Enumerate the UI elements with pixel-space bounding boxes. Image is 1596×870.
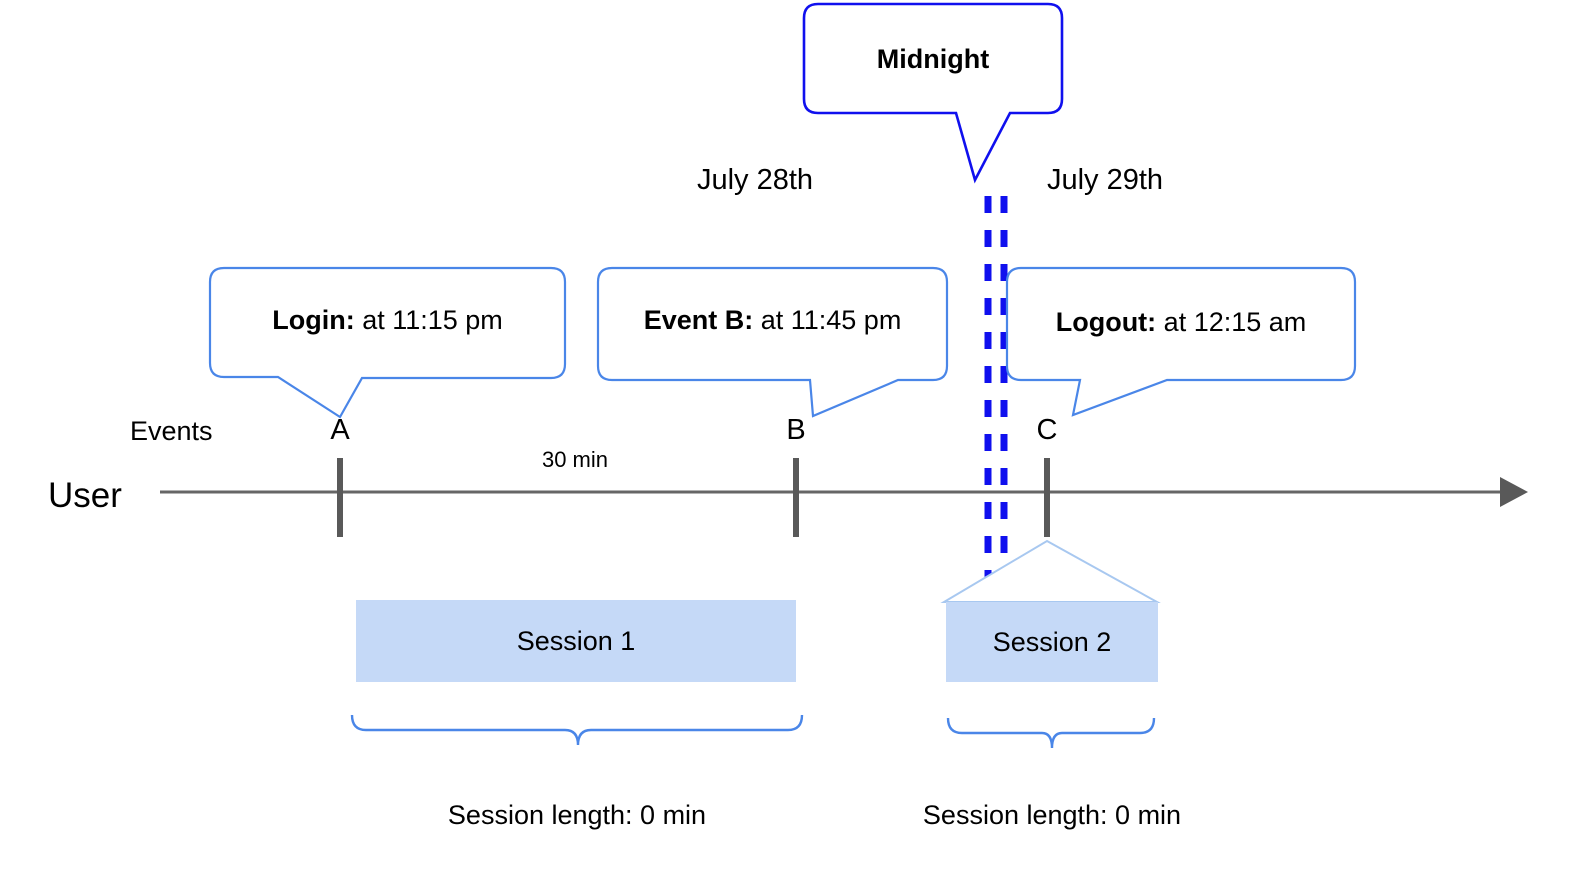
midnight-label: Midnight <box>876 44 990 74</box>
callout-eventb-text: Event B: at 11:45 pm <box>598 307 947 334</box>
callout-login-shape <box>208 266 567 419</box>
session-2-label: Session 2 <box>992 626 1112 657</box>
midnight-callout-shape <box>802 2 1064 184</box>
session-2-bar: Session 2 <box>946 602 1158 682</box>
events-row-label: Events <box>130 416 213 446</box>
session-2-funnel <box>940 539 1161 603</box>
event-marker-label-a: A <box>330 414 350 446</box>
date-label-july-29: July 29th <box>1046 164 1164 196</box>
event-marker-label-c: C <box>1036 414 1058 446</box>
session-2-brace <box>946 717 1156 749</box>
callout-eventb-shape <box>596 266 949 418</box>
callout-eventb-rest: at 11:45 pm <box>753 305 902 335</box>
session-1-brace <box>350 714 804 746</box>
callout-login-bold: Login: <box>272 305 355 335</box>
session-1-bar: Session 1 <box>356 600 796 682</box>
callout-logout-rest: at 12:15 am <box>1156 307 1307 337</box>
session-1-label: Session 1 <box>516 625 636 656</box>
callout-logout-bold: Logout: <box>1055 307 1157 337</box>
timeline-arrowhead <box>1500 477 1528 507</box>
callout-login-text: Login: at 11:15 pm <box>210 307 565 334</box>
session-2-length-label: Session length: 0 min <box>922 800 1182 830</box>
session-1-length-label: Session length: 0 min <box>447 800 707 830</box>
callout-logout-shape <box>1005 266 1357 417</box>
date-label-july-28: July 28th <box>696 164 814 196</box>
duration-label-30-min: 30 min <box>541 447 609 472</box>
user-row-label: User <box>48 476 122 515</box>
callout-login-rest: at 11:15 pm <box>354 305 503 335</box>
callout-eventb-bold: Event B: <box>643 305 754 335</box>
callout-logout-text: Logout: at 12:15 am <box>1007 309 1355 336</box>
event-marker-label-b: B <box>786 414 806 446</box>
